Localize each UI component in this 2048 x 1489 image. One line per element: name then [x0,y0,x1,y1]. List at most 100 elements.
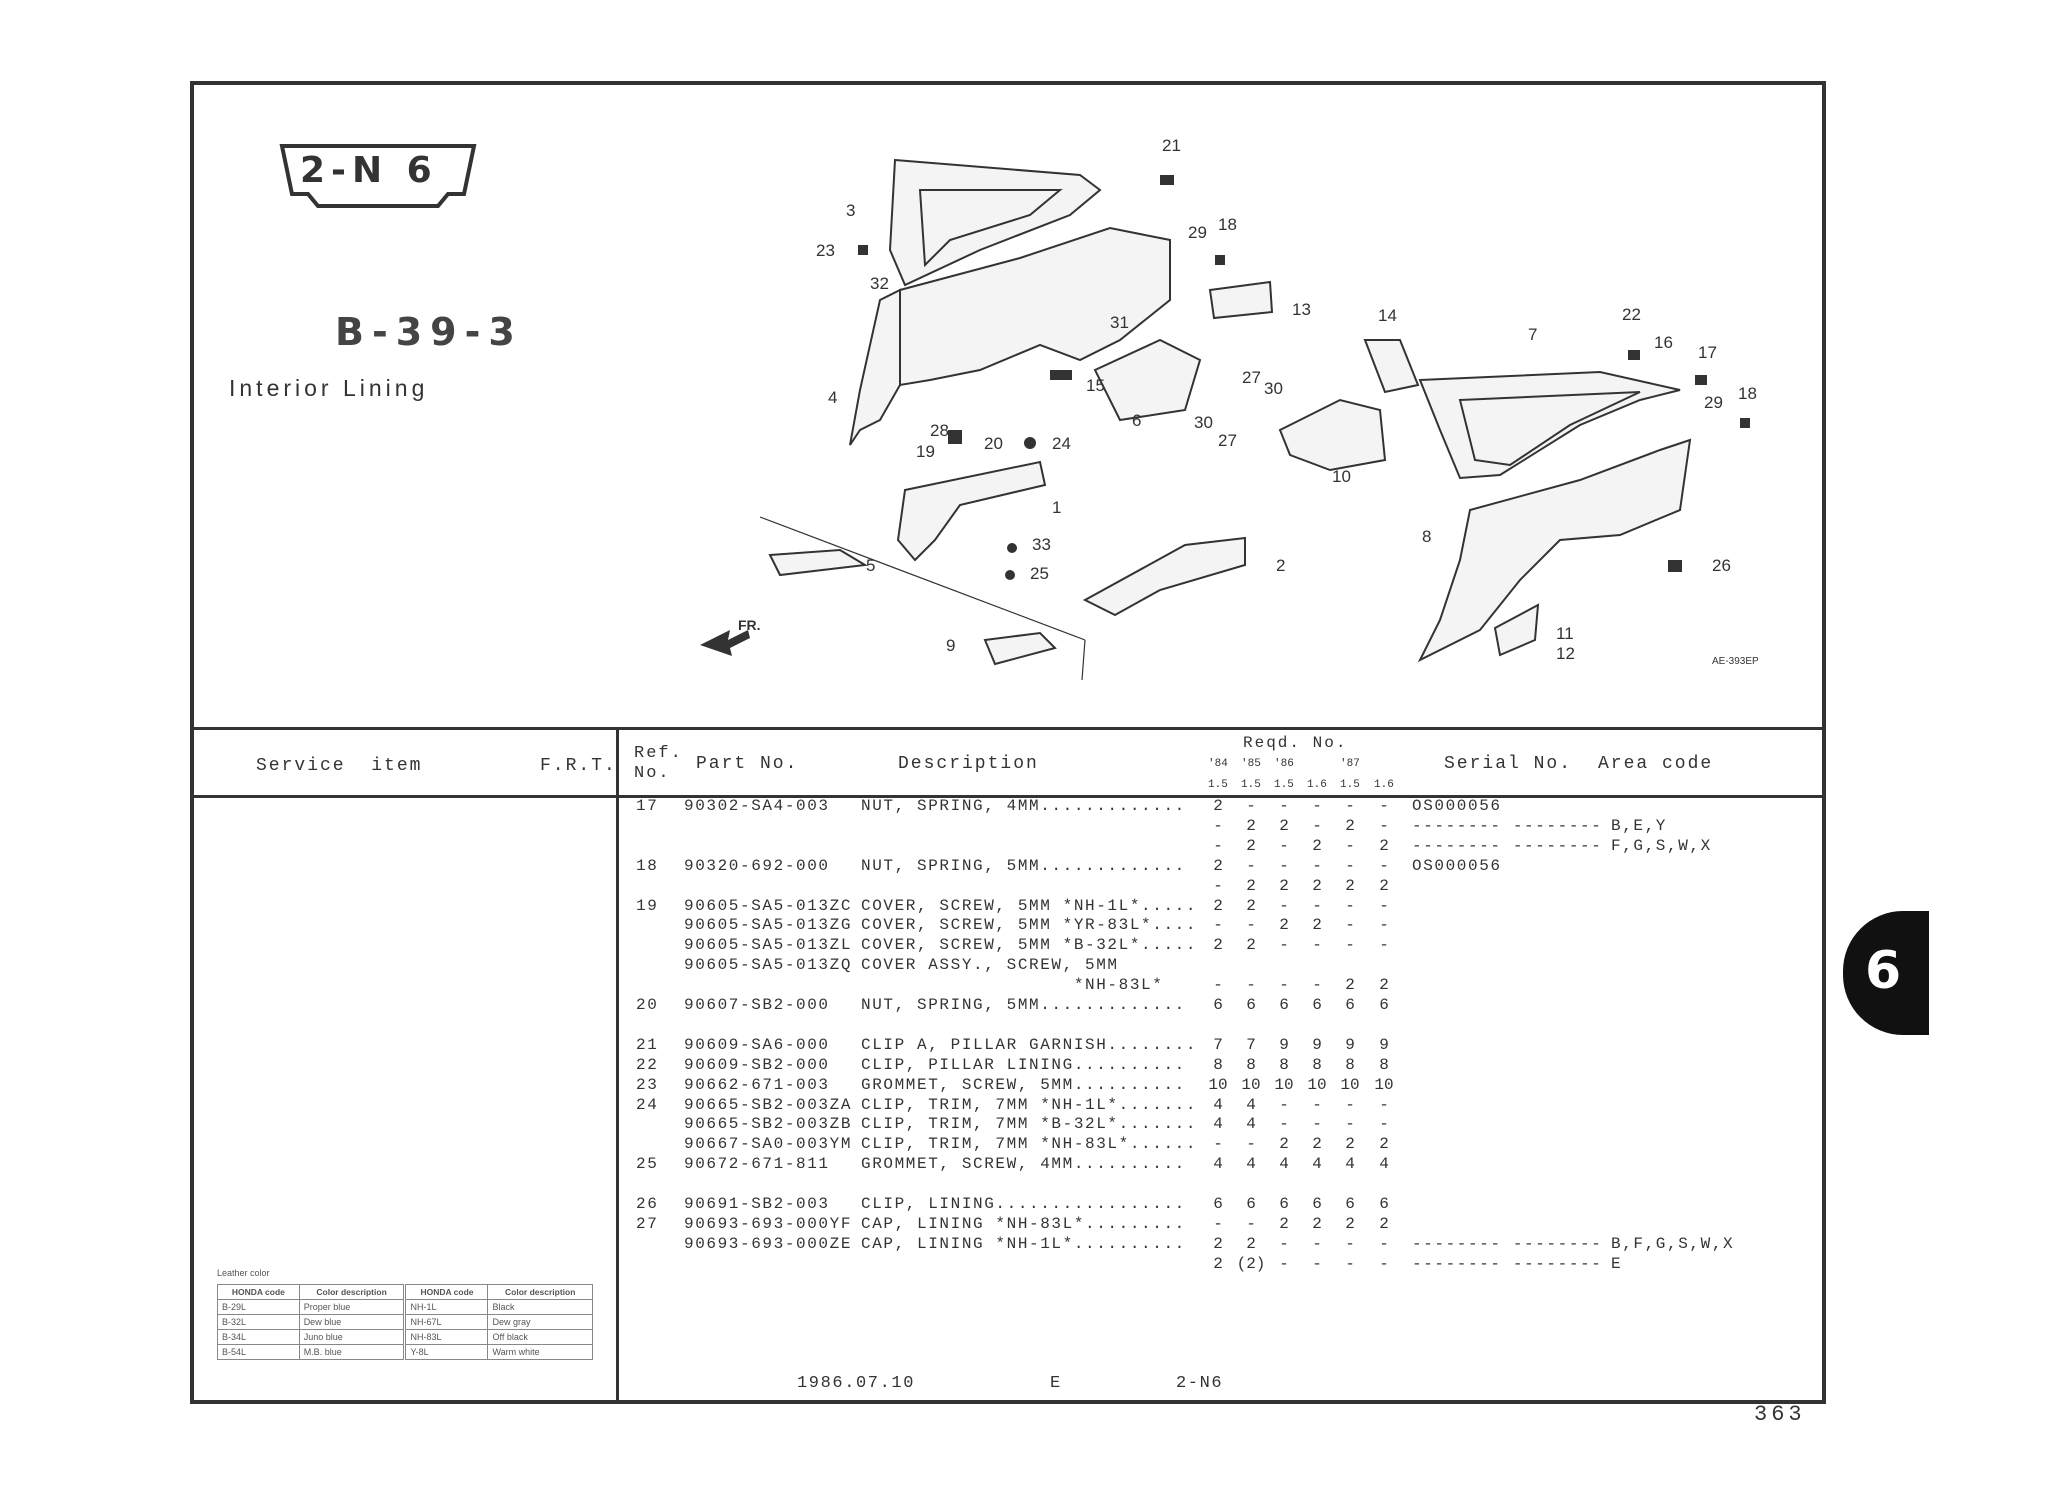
callout-27: 27 [1218,431,1237,450]
qty-value: 4 [1246,1155,1256,1174]
description: CLIP, TRIM, 7MM *B-32L*....... [861,1115,1198,1134]
qty-value: 2 [1312,836,1322,855]
qty-value: - [1379,1234,1389,1253]
footer-edition: E [1050,1374,1062,1393]
qty-value: - [1345,856,1355,875]
qty-value: 4 [1279,1155,1289,1174]
qty-value: 8 [1213,1055,1223,1074]
engine-label: 1.6 [1307,779,1327,791]
engine-label: 1.5 [1340,779,1360,791]
qty-value: 10 [1274,1075,1294,1094]
qty-value: 6 [1345,1195,1355,1213]
leather-header: HONDA code [217,1284,300,1300]
callout-15: 15 [1086,376,1105,395]
callout-33: 33 [1032,535,1051,554]
qty-value: 6 [1379,996,1389,1014]
part-no: 90605-SA5-013ZQ [684,956,853,975]
qty-value: 2 [1246,896,1256,915]
qty-value: 6 [1213,996,1223,1014]
ref-no: 25 [636,1155,659,1174]
callout-19: 19 [916,442,935,461]
qty-value: - [1279,1234,1289,1253]
color-description: Warm white [487,1344,593,1360]
page-number: 363 [1754,1402,1806,1427]
qty-value: 2 [1213,896,1223,915]
callout-20: 20 [984,434,1003,453]
col-ref-no-1: Ref. [634,744,683,763]
qty-value: 4 [1213,1155,1223,1174]
callout-5: 5 [866,556,875,575]
qty-value: 2 [1379,1135,1389,1154]
description: NUT, SPRING, 5MM............. [861,856,1186,875]
callout-26: 26 [1712,556,1731,575]
col-area-code: Area code [1598,754,1714,774]
qty-value: 2 [1246,836,1256,855]
footer-code: 2-N6 [1176,1374,1224,1393]
callout-7: 7 [1528,325,1537,344]
qty-value: 2 [1246,936,1256,955]
part-no: 90320-692-000 [684,856,830,875]
callout-16: 16 [1654,333,1673,352]
part-lid-13 [1208,280,1274,320]
diagram-parts [768,158,1692,666]
description: CLIP, TRIM, 7MM *NH-83L*...... [861,1135,1198,1154]
qty-value: - [1312,936,1322,955]
qty-value: - [1279,936,1289,955]
qty-value: 2 [1246,1234,1256,1253]
qty-value: 6 [1246,996,1256,1014]
part-tray-5 [768,548,869,577]
qty-value: 2 [1312,876,1322,895]
qty-value: - [1213,1135,1223,1154]
qty-value: 10 [1241,1075,1261,1094]
qty-value: 8 [1246,1055,1256,1074]
qty-value: 2 [1345,1214,1355,1233]
qty-value: 2 [1246,876,1256,895]
qty-value: - [1345,1254,1355,1273]
part-no: 90605-SA5-013ZG [684,916,853,935]
diagram-ref-code: AE-393EP [1712,656,1759,667]
qty-value: - [1246,916,1256,935]
ref-no: 18 [636,856,659,875]
leather-header: Color description [487,1284,593,1300]
qty-value: 2 [1345,976,1355,995]
part-no: 90693-693-000ZE [684,1234,853,1253]
qty-value: 2 [1312,1214,1322,1233]
qty-value: 2 [1379,1214,1389,1233]
col-serial-no: Serial No. [1444,754,1573,774]
section-tab[interactable]: 6 [1843,911,1929,1035]
honda-code: B-54L [217,1344,300,1360]
part-cover-10 [1278,398,1387,472]
callout-30: 30 [1194,413,1213,432]
column-divider [616,727,619,1400]
area-code: B,E,Y [1611,816,1668,835]
qty-value: - [1279,976,1289,995]
qty-value: - [1345,936,1355,955]
ref-no: 24 [636,1095,659,1114]
serial-no: -------- -------- [1412,1254,1603,1273]
qty-value: - [1279,836,1289,855]
callout-31: 31 [1110,313,1129,332]
callout-9: 9 [946,636,955,655]
qty-value: 8 [1279,1055,1289,1074]
description: NUT, SPRING, 5MM............. [861,996,1186,1014]
honda-code: B-34L [217,1329,300,1345]
qty-value: - [1312,1115,1322,1134]
description: CLIP, TRIM, 7MM *NH-1L*....... [861,1095,1198,1114]
description: COVER ASSY., SCREW, 5MM [861,956,1119,975]
ref-no: 21 [636,1035,659,1054]
qty-value: 9 [1379,1035,1389,1054]
part-no: 90302-SA4-003 [684,797,830,815]
callout-10: 10 [1332,467,1351,486]
qty-value: (2) [1236,1254,1266,1273]
